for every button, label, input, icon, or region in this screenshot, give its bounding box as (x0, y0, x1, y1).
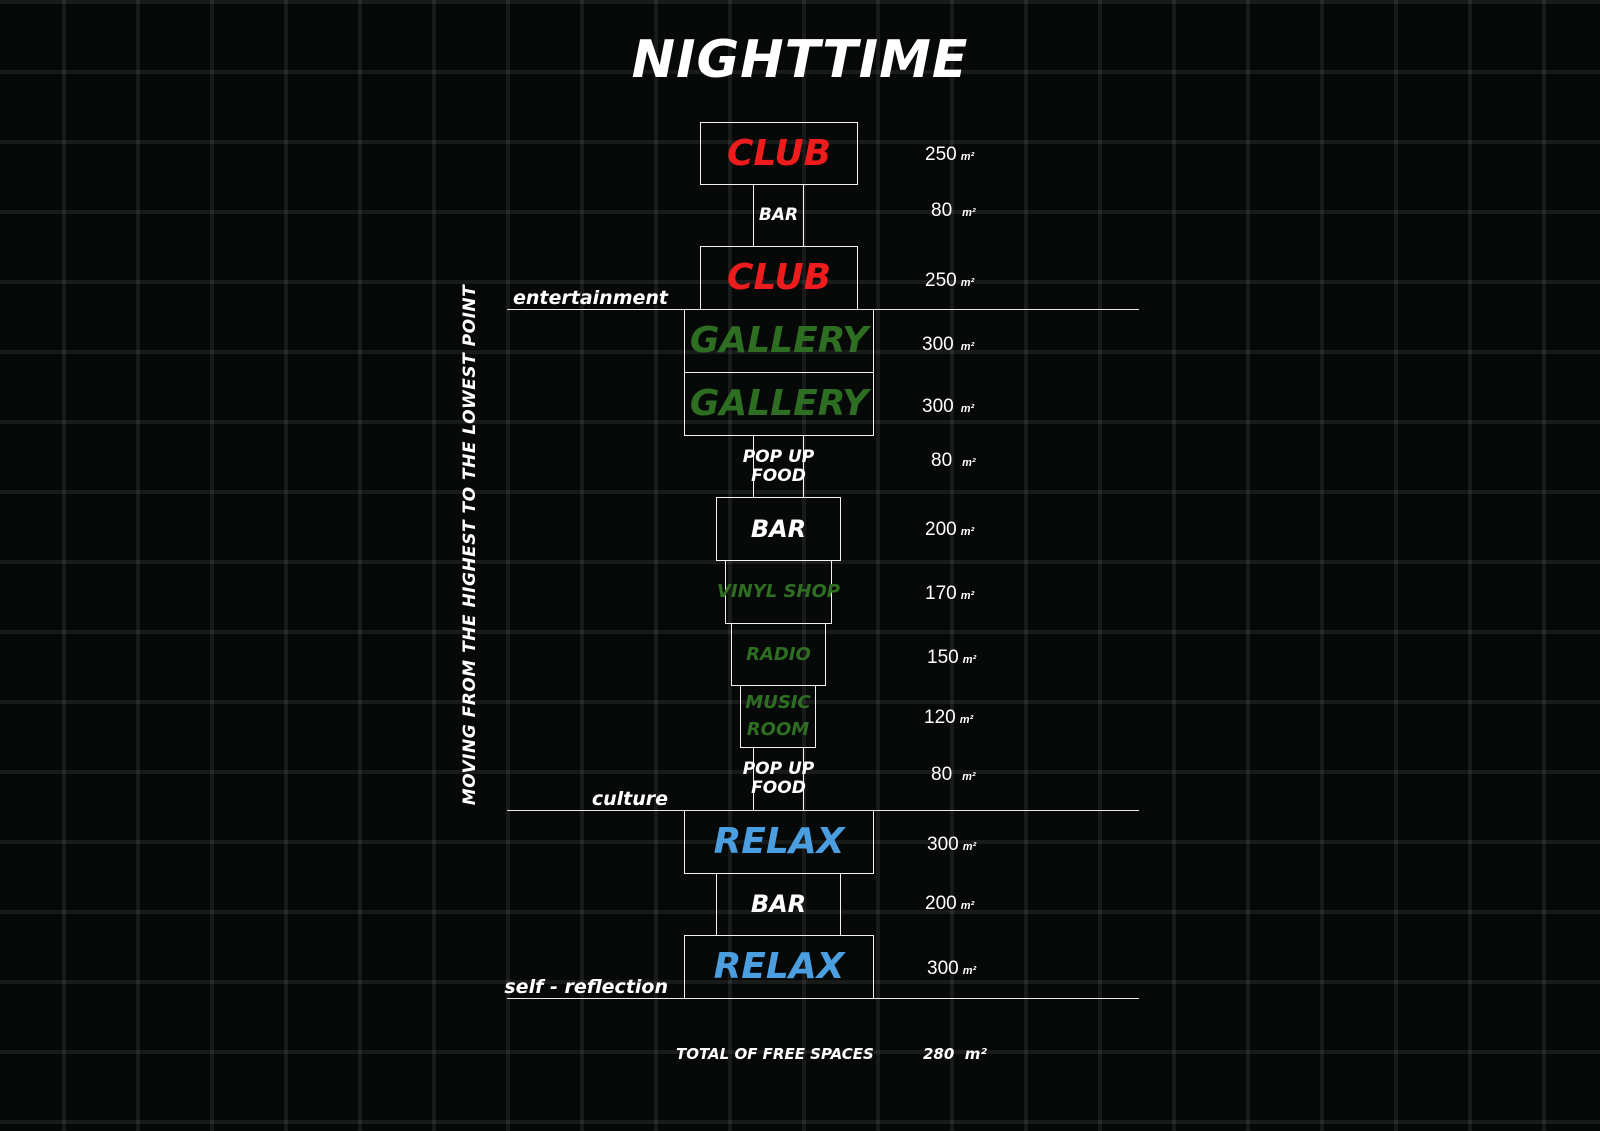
space-gallery-1: GALLERY (684, 309, 874, 373)
total-label: TOTAL OF FREE SPACES (676, 1045, 874, 1063)
zone-divider-entertainment (507, 309, 1139, 310)
diagram-title: NIGHTTIME (631, 30, 969, 90)
space-relax-2: RELAX (684, 935, 874, 999)
zone-label-self-reflection: self - reflection (504, 976, 668, 998)
zone-label-culture: culture (591, 788, 668, 810)
space-vinyl-shop: VINYL SHOP (717, 560, 840, 624)
space-relax-1: RELAX (684, 810, 874, 874)
space-radio: RADIO (731, 623, 826, 686)
zone-divider-culture (507, 810, 1139, 811)
space-bar-3: BAR (716, 873, 841, 936)
zone-label-entertainment: entertainment (513, 287, 668, 309)
space-gallery-2: GALLERY (684, 372, 874, 436)
space-club-1: CLUB (700, 122, 858, 185)
space-bar-1: BAR (753, 184, 804, 247)
total-value: 280 m² (923, 1045, 987, 1063)
space-club-2: CLUB (700, 246, 858, 310)
space-bar-2: BAR (716, 497, 841, 561)
zone-divider-self-reflection (507, 998, 1139, 999)
